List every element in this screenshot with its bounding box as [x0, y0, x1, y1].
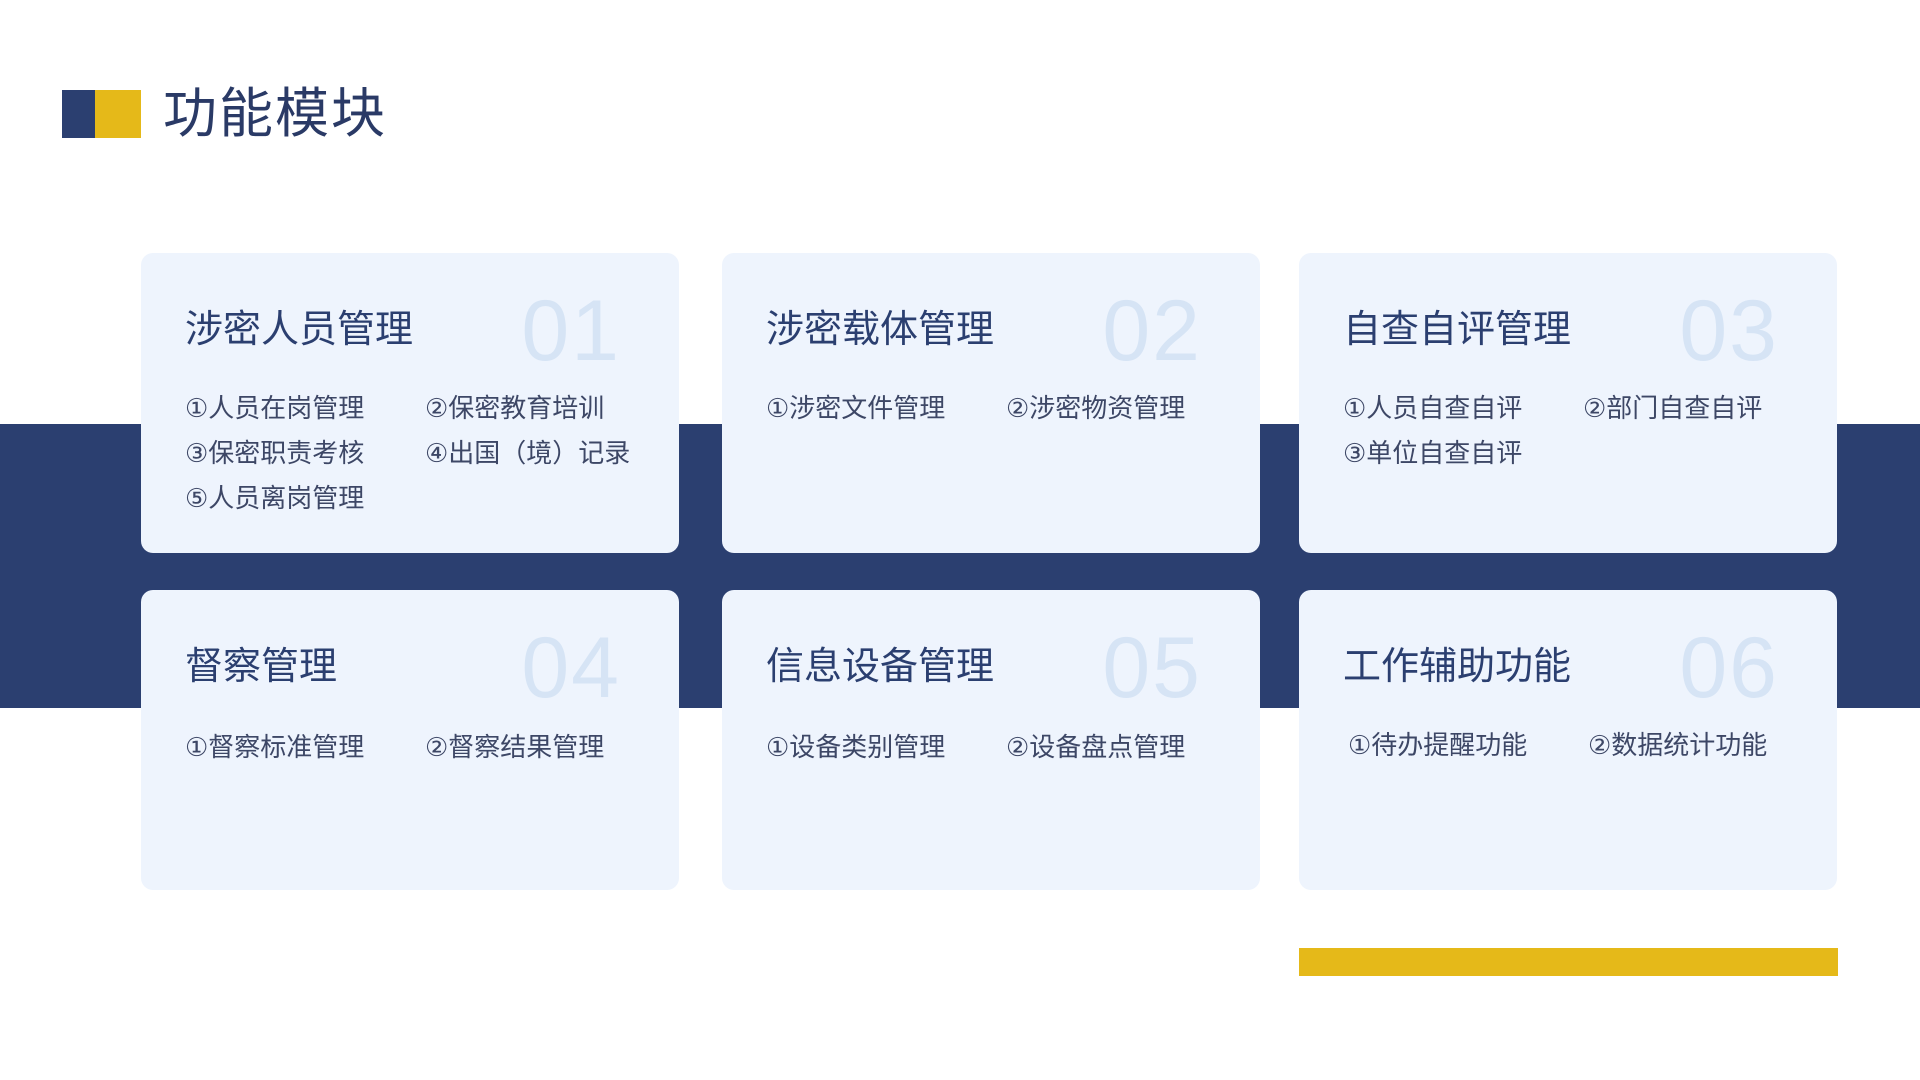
card-item[interactable]: ②部门自查自评: [1583, 394, 1763, 424]
card-title: 督察管理: [185, 644, 338, 688]
module-card-self-check[interactable]: 自查自评管理 03 ①人员自查自评 ②部门自查自评 ③单位自查自评: [1299, 253, 1837, 553]
card-item-list: ①设备类别管理 ②设备盘点管理: [766, 730, 1236, 767]
card-item[interactable]: ①人员自查自评: [1343, 394, 1523, 424]
card-item[interactable]: ①涉密文件管理: [766, 394, 946, 424]
card-item[interactable]: ④出国（境）记录: [425, 439, 631, 469]
card-item[interactable]: ②督察结果管理: [425, 733, 605, 763]
card-item-list: ①督察标准管理 ②督察结果管理: [185, 730, 655, 767]
title-accent-blue: [62, 90, 95, 138]
card-item[interactable]: ⑤人员离岗管理: [185, 484, 365, 514]
card-title: 涉密载体管理: [766, 307, 995, 351]
card-item[interactable]: ②保密教育培训: [425, 394, 605, 424]
card-item-list: ①人员在岗管理 ②保密教育培训 ③保密职责考核 ④出国（境）记录 ⑤人员离岗管理: [185, 391, 655, 518]
card-number: 02: [1102, 283, 1202, 379]
card-number: 04: [521, 620, 621, 716]
footer-accent-bar: [1299, 948, 1838, 976]
card-item[interactable]: ①待办提醒功能: [1348, 731, 1528, 761]
module-card-inspection[interactable]: 督察管理 04 ①督察标准管理 ②督察结果管理: [141, 590, 679, 890]
title-accent-gold: [95, 90, 141, 138]
card-item[interactable]: ①督察标准管理: [185, 733, 365, 763]
card-title: 信息设备管理: [766, 644, 995, 688]
card-item[interactable]: ②设备盘点管理: [1006, 733, 1186, 763]
card-item[interactable]: ①设备类别管理: [766, 733, 946, 763]
card-item[interactable]: ③保密职责考核: [185, 439, 365, 469]
card-item-list: ①涉密文件管理 ②涉密物资管理: [766, 391, 1236, 428]
card-item[interactable]: ①人员在岗管理: [185, 394, 365, 424]
module-card-equipment[interactable]: 信息设备管理 05 ①设备类别管理 ②设备盘点管理: [722, 590, 1260, 890]
card-title: 工作辅助功能: [1343, 644, 1572, 688]
card-item[interactable]: ③单位自查自评: [1343, 439, 1523, 469]
card-title: 自查自评管理: [1343, 307, 1572, 351]
page-title: 功能模块: [163, 82, 387, 145]
card-number: 01: [521, 283, 621, 379]
card-number: 05: [1102, 620, 1202, 716]
card-item-list: ①人员自查自评 ②部门自查自评 ③单位自查自评: [1343, 391, 1813, 473]
card-item-list: ①待办提醒功能 ②数据统计功能: [1348, 728, 1818, 765]
module-card-carrier[interactable]: 涉密载体管理 02 ①涉密文件管理 ②涉密物资管理: [722, 253, 1260, 553]
card-number: 06: [1679, 620, 1779, 716]
card-item[interactable]: ②数据统计功能: [1588, 731, 1768, 761]
module-card-auxiliary[interactable]: 工作辅助功能 06 ①待办提醒功能 ②数据统计功能: [1299, 590, 1837, 890]
card-item[interactable]: ②涉密物资管理: [1006, 394, 1186, 424]
card-number: 03: [1679, 283, 1779, 379]
card-title: 涉密人员管理: [185, 307, 414, 351]
module-card-personnel[interactable]: 涉密人员管理 01 ①人员在岗管理 ②保密教育培训 ③保密职责考核 ④出国（境）…: [141, 253, 679, 553]
